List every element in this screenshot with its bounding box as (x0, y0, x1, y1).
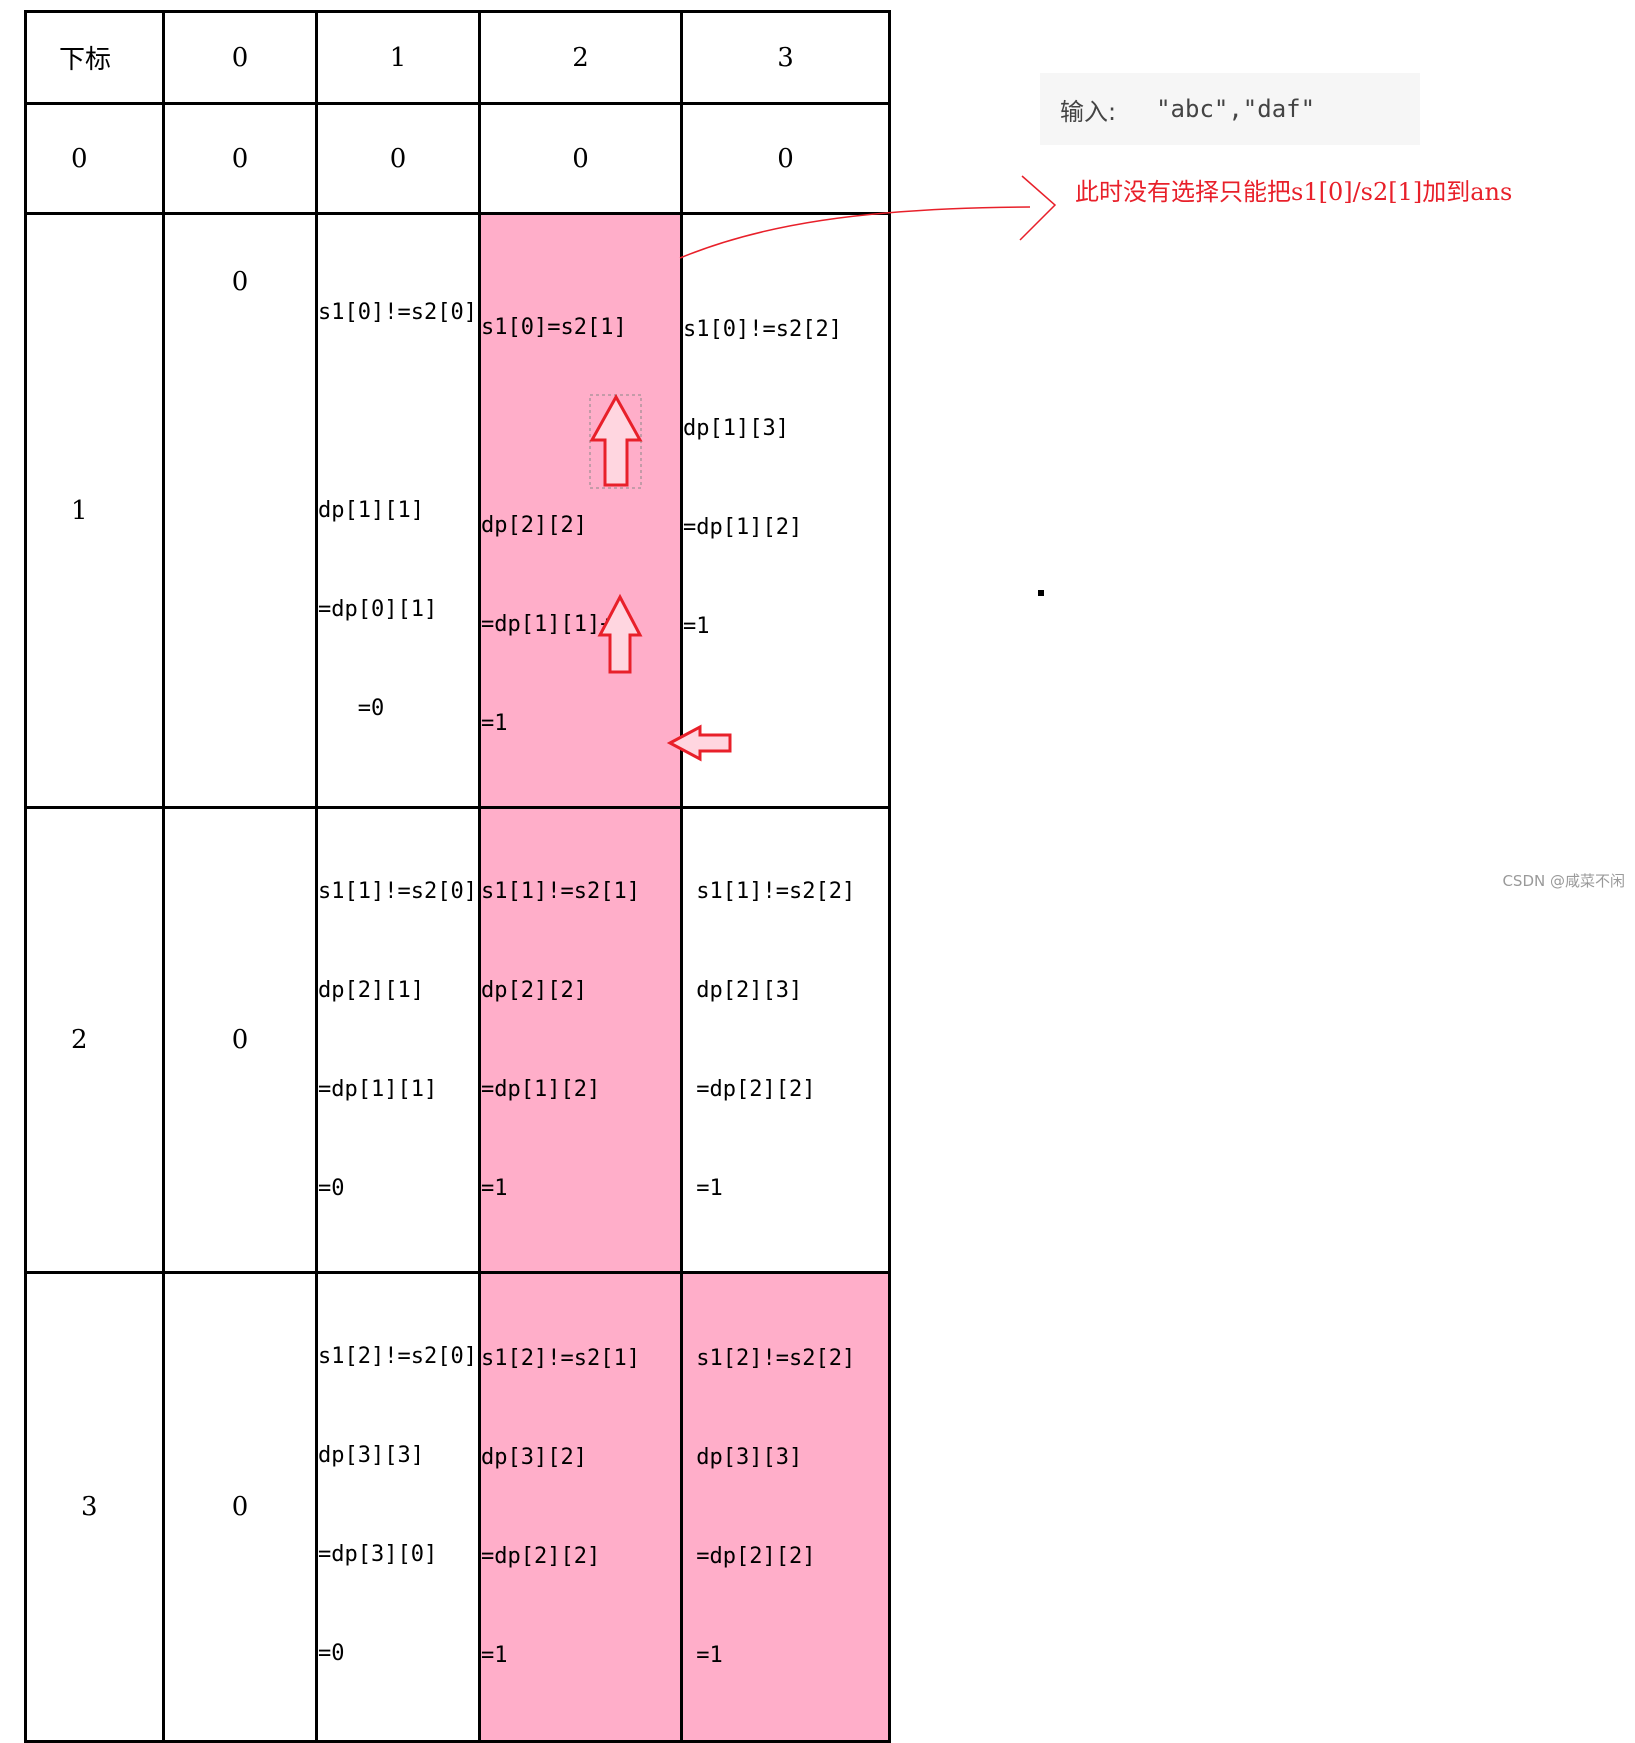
cell-line: s1[2]!=s2[2] (683, 1346, 856, 1371)
cell-line: =1 (481, 1643, 508, 1668)
annotation-text: 此时没有选择只能把s1[0]/s2[1]加到ans (1075, 178, 1513, 206)
cell-line: =dp[1][2] (481, 1077, 601, 1102)
cell-line: =1 (481, 711, 508, 736)
cell-line: =dp[2][2] (683, 1544, 816, 1569)
cell-line: =1 (683, 1176, 723, 1201)
cell-line: s1[1]!=s2[2] (683, 879, 856, 904)
header-index-label: 下标 (24, 10, 165, 105)
cell-line: ​ (318, 395, 478, 428)
cell-line: s1[2]!=s2[1] (481, 1346, 640, 1371)
header-col-1: 1 (315, 10, 481, 105)
cell-line: =0 (318, 696, 385, 721)
cell-line: dp[2][2] (481, 513, 587, 538)
row-label-3: 3 (24, 1271, 165, 1743)
cell-line: =0 (318, 1176, 345, 1201)
cell-line: =dp[0][1] (318, 597, 438, 622)
cell-0-1: 0 (315, 102, 481, 215)
cell-3-2: s1[2]!=s2[1] dp[3][2] =dp[2][2] =1 (478, 1271, 683, 1743)
cell-line: =1 (481, 1176, 508, 1201)
cell-1-2: s1[0]=s2[1] ​ dp[2][2] =dp[1][1]+1 =1 (478, 212, 683, 809)
cell-3-1: s1[2]!=s2[0] dp[3][3] =dp[3][0] =0 (315, 1271, 481, 1743)
cell-line: =dp[2][2] (481, 1544, 601, 1569)
cell-line: dp[2][1] (318, 978, 424, 1003)
cell-line: s1[1]!=s2[1] (481, 879, 640, 904)
cell-3-3: s1[2]!=s2[2] dp[3][3] =dp[2][2] =1 (680, 1271, 891, 1743)
header-col-2: 2 (478, 10, 683, 105)
input-value: "abc","daf" (1156, 95, 1316, 123)
cell-line: dp[2][2] (481, 978, 587, 1003)
cell-line: =1 (683, 1643, 723, 1668)
cell-0-0: 0 (162, 102, 318, 215)
watermark: CSDN @咸菜不闲 (1502, 872, 1625, 890)
header-col-0: 0 (162, 10, 318, 105)
row-label-1: 1 (24, 212, 165, 809)
input-example-box: 输入: "abc","daf" (1040, 73, 1420, 145)
cell-0-3: 0 (680, 102, 891, 215)
cell-line: dp[3][3] (683, 1445, 803, 1470)
input-label: 输入: (1060, 97, 1117, 126)
cell-line: dp[2][3] (683, 978, 803, 1003)
table-row: 3 0 s1[2]!=s2[0] dp[3][3] =dp[3][0] =0 s… (24, 1271, 891, 1743)
row-label-0: 0 (24, 102, 165, 215)
table-row: 0 0 0 0 0 (24, 102, 891, 215)
stray-dot (1038, 590, 1044, 596)
header-col-3: 3 (680, 10, 891, 105)
cell-line: =dp[1][1] (318, 1077, 438, 1102)
cell-3-0: 0 (162, 1271, 318, 1743)
cell-line: dp[3][3] (318, 1443, 424, 1468)
cell-line: s1[0]!=s2[2] (683, 317, 842, 342)
header-row: 下标 0 1 2 3 (24, 10, 891, 105)
cell-1-1: s1[0]!=s2[0] ​ dp[1][1] =dp[0][1] =0 (315, 212, 481, 809)
cell-line: =dp[2][2] (683, 1077, 816, 1102)
annotation-chevron-icon (1019, 175, 1057, 241)
row-label-2: 2 (24, 806, 165, 1274)
cell-2-0: 0 (162, 806, 318, 1274)
cell-line: dp[1][3] (683, 416, 789, 441)
cell-1-0: 0 (162, 212, 318, 809)
cell-line: =dp[3][0] (318, 1542, 438, 1567)
dp-table: 下标 0 1 2 3 0 0 0 0 0 1 0 s1[0]!=s2[0] ​ … (24, 10, 891, 1743)
cell-2-1: s1[1]!=s2[0] dp[2][1] =dp[1][1] =0 (315, 806, 481, 1274)
cell-line: =dp[1][1]+1 (481, 612, 627, 637)
cell-line: =0 (318, 1641, 345, 1666)
cell-line: s1[0]=s2[1] (481, 315, 627, 340)
cell-line: s1[1]!=s2[0] (318, 879, 477, 904)
cell-0-2: 0 (478, 102, 683, 215)
cell-line: dp[1][1] (318, 498, 424, 523)
table-row: 2 0 s1[1]!=s2[0] dp[2][1] =dp[1][1] =0 s… (24, 806, 891, 1274)
cell-1-3: s1[0]!=s2[2] dp[1][3] =dp[1][2] =1 (680, 212, 891, 809)
cell-line: s1[2]!=s2[0] (318, 1344, 477, 1369)
cell-line: dp[3][2] (481, 1445, 587, 1470)
table-row: 1 0 s1[0]!=s2[0] ​ dp[1][1] =dp[0][1] =0… (24, 212, 891, 809)
cell-2-2: s1[1]!=s2[1] dp[2][2] =dp[1][2] =1 (478, 806, 683, 1274)
cell-line: s1[0]!=s2[0] (318, 300, 477, 325)
cell-line: ​ (481, 410, 680, 443)
cell-2-3: s1[1]!=s2[2] dp[2][3] =dp[2][2] =1 (680, 806, 891, 1274)
cell-line: =dp[1][2] (683, 515, 803, 540)
cell-line: =1 (683, 614, 710, 639)
